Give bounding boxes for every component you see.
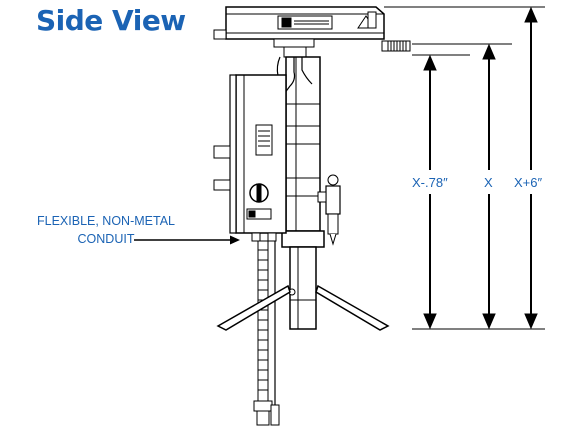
filter-regulator [317, 174, 341, 246]
support-column [281, 56, 325, 330]
side-fitting [387, 40, 411, 52]
callout-line-2: CONDUIT [77, 232, 135, 246]
callout-arrow [134, 235, 240, 245]
conduit-callout: FLEXIBLE, NON-METAL CONDUIT [20, 212, 192, 248]
dimension-label-mid-overlay: X [484, 175, 493, 190]
dimension-label-tall-overlay: X+6″ [514, 175, 543, 190]
dimension-label-short-overlay: X-.78″ [412, 175, 448, 190]
tripod-base [216, 284, 390, 331]
control-enclosure [213, 74, 287, 242]
page-title: Side View [36, 4, 186, 37]
dimension-lines [384, 6, 545, 330]
top-housing [213, 6, 389, 58]
flexible-conduit [253, 240, 280, 426]
callout-line-1: FLEXIBLE, NON-METAL [37, 214, 175, 228]
